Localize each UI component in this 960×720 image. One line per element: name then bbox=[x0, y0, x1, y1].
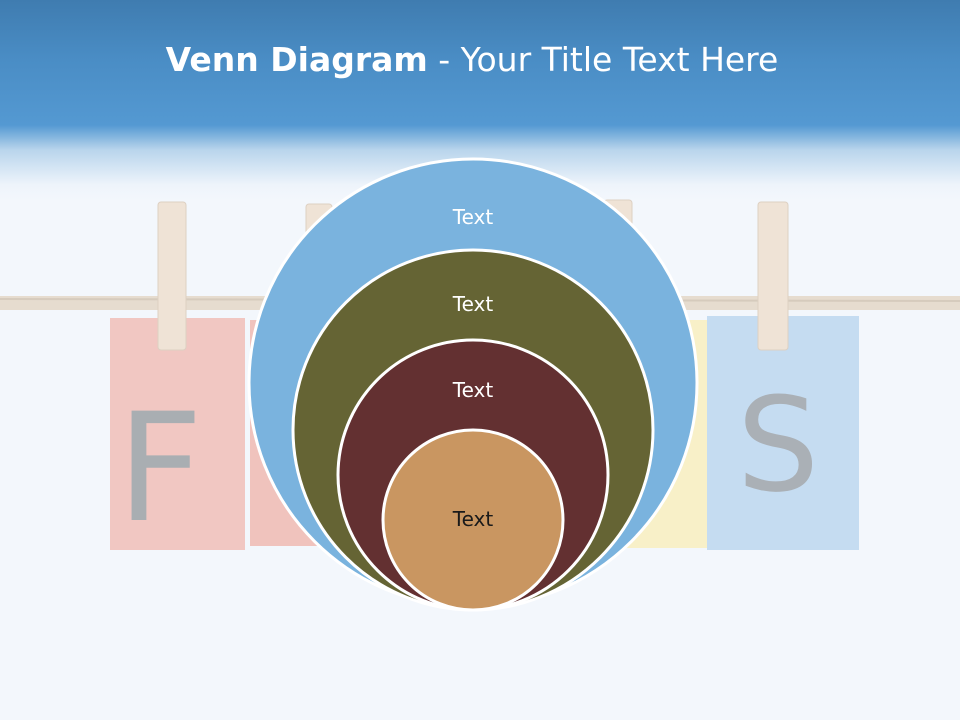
circle-4 bbox=[381, 428, 565, 612]
title-rest: - Your Title Text Here bbox=[427, 40, 779, 79]
card-red bbox=[110, 318, 245, 550]
circle-2-label: Text bbox=[452, 292, 494, 316]
letter-f: F bbox=[117, 382, 203, 556]
letter-s: S bbox=[737, 369, 820, 521]
clothespin-right bbox=[757, 201, 789, 351]
card-blue bbox=[707, 316, 859, 550]
circle-3-label: Text bbox=[452, 378, 494, 402]
slide-title: Venn Diagram - Your Title Text Here bbox=[0, 40, 944, 79]
title-bold: Venn Diagram bbox=[165, 40, 428, 79]
clothespin-left bbox=[157, 201, 187, 351]
circle-4-label: Text bbox=[452, 507, 494, 531]
circle-1-label: Text bbox=[452, 205, 494, 229]
